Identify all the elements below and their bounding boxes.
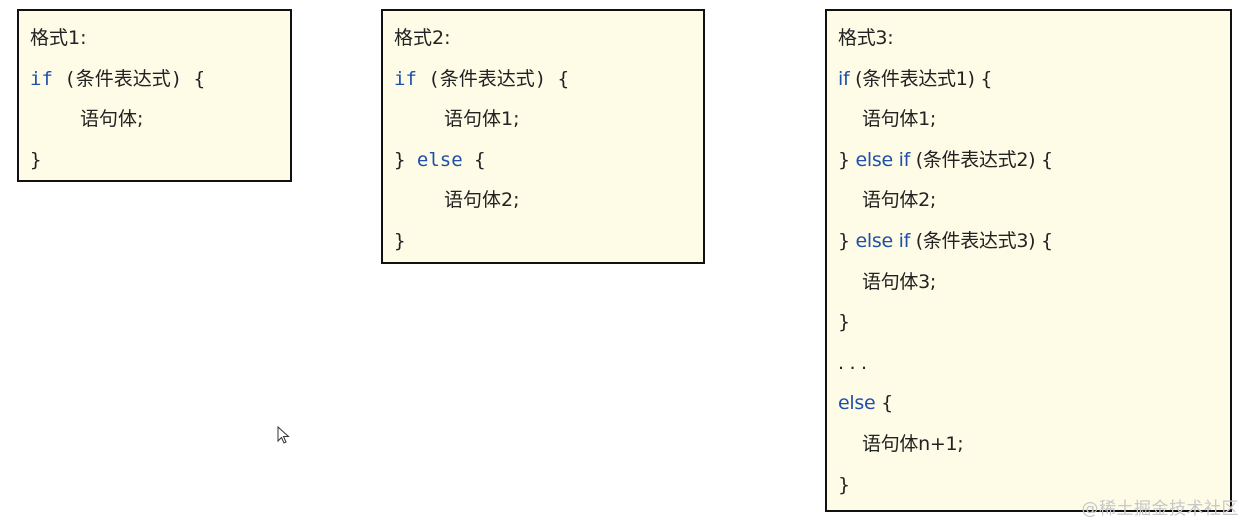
format3-if-line: if (条件表达式1) { xyxy=(838,67,993,90)
watermark: @稀土掘金技术社区 xyxy=(1081,499,1239,519)
format2-if-line: if (条件表达式) { xyxy=(394,67,570,90)
format2-box: 格式2: if (条件表达式) { 语句体1; } else { 语句体2; } xyxy=(381,9,705,264)
format3-final-brace: } xyxy=(838,473,850,496)
format2-close-brace: } xyxy=(394,229,406,252)
format3-statement2: 语句体2; xyxy=(862,189,936,212)
mouse-cursor-icon xyxy=(277,426,290,444)
format3-statement1: 语句体1; xyxy=(862,108,936,131)
format1-title: 格式1: xyxy=(30,27,87,49)
keyword-if: if xyxy=(30,67,53,90)
format1-box: 格式1: if (条件表达式) { 语句体; } xyxy=(17,9,292,182)
keyword-if: if xyxy=(838,67,850,90)
format1-statement: 语句体; xyxy=(80,108,144,131)
format2-statement1: 语句体1; xyxy=(444,108,520,131)
format3-ellipsis: . . . xyxy=(838,351,867,374)
format1-close-brace: } xyxy=(30,148,42,171)
keyword-if: if xyxy=(394,67,417,90)
format1-if-line: if (条件表达式) { xyxy=(30,67,206,90)
keyword-else: else xyxy=(416,148,463,171)
format3-else-line: else { xyxy=(838,392,893,415)
format3-else-if-line-1: } else if (条件表达式2) { xyxy=(838,148,1053,171)
keyword-else: else xyxy=(838,392,876,415)
format3-statement3: 语句体3; xyxy=(862,270,936,293)
format2-statement2: 语句体2; xyxy=(444,189,520,212)
keyword-else-if: else if xyxy=(855,229,911,252)
format3-box: 格式3: if (条件表达式1) { 语句体1; } else if (条件表达… xyxy=(825,9,1232,512)
keyword-else-if: else if xyxy=(855,148,911,171)
format2-else-line: } else { xyxy=(394,148,486,171)
format3-else-if-line-2: } else if (条件表达式3) { xyxy=(838,229,1053,252)
format3-title: 格式3: xyxy=(838,27,894,49)
format3-statement-n1: 语句体n+1; xyxy=(862,432,964,455)
format3-close-brace: } xyxy=(838,311,850,334)
format2-title: 格式2: xyxy=(394,27,451,49)
